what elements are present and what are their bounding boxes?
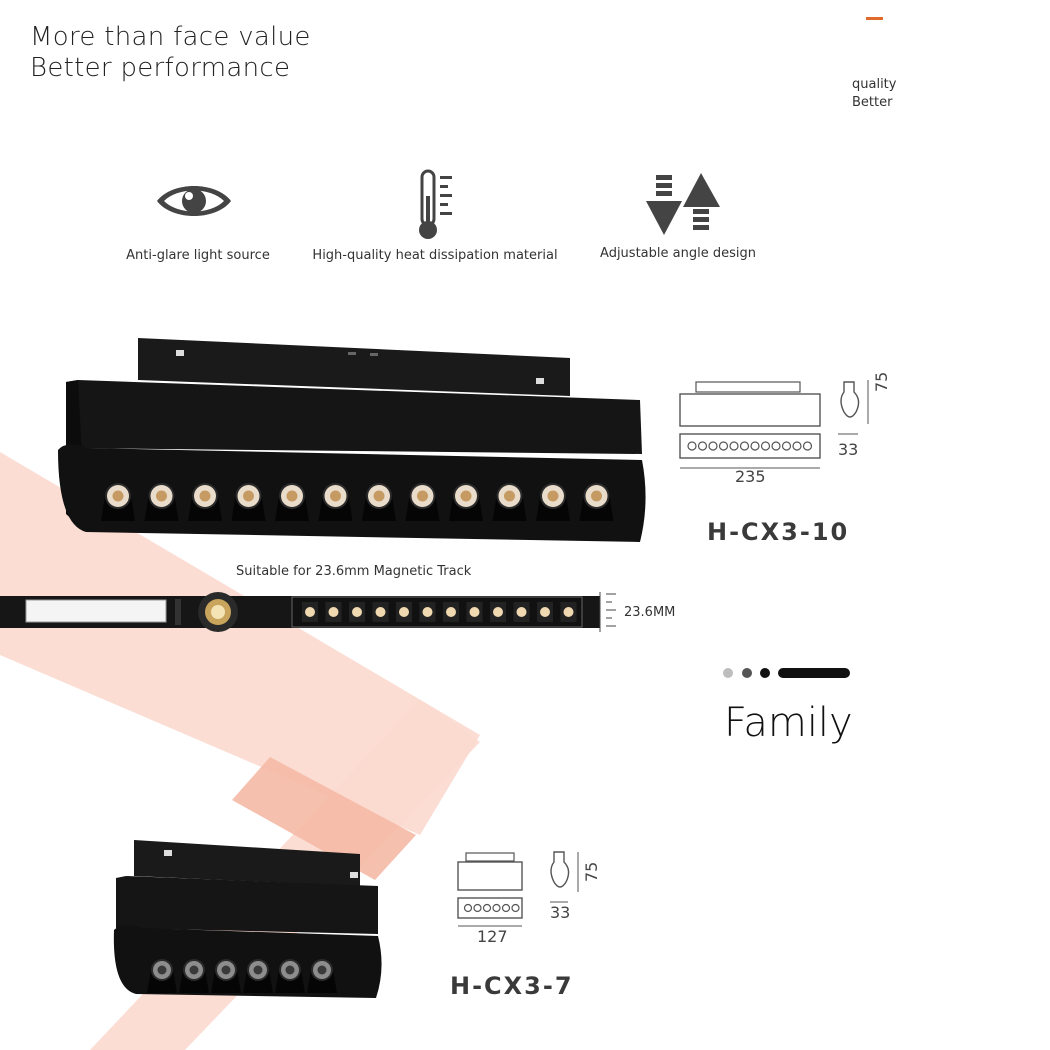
pagination-dot-1 [723,668,733,678]
dimension-led [750,441,760,451]
dimension-length-small: 127 [477,927,508,946]
led-lens [492,483,527,521]
dimension-led [729,441,739,451]
dimension-led [760,441,771,451]
dimension-led [463,903,473,913]
track-strip [0,588,620,640]
led-lens [275,483,309,521]
dimension-drawing-small [456,850,606,938]
dimension-height-large: 75 [872,371,891,392]
track-led [493,607,503,617]
adjust-arrows-icon [646,173,722,241]
track-led [328,607,339,617]
led-lens [231,483,266,521]
dimension-led [473,903,482,913]
accent-line [866,17,883,20]
led-lens [362,483,396,521]
track-led [540,607,550,617]
dimension-led [739,441,750,451]
track-led [352,607,362,617]
dimension-led [482,903,492,913]
dimension-length-large: 235 [735,467,766,486]
led-lens [579,483,614,521]
dimension-width-small: 33 [550,903,571,922]
pagination-dot-3 [760,668,770,678]
dimension-led [501,903,511,913]
dimension-height-small: 75 [582,861,601,882]
led-lens [307,959,337,993]
led-lens [243,959,273,993]
dimension-led [718,441,729,451]
led-lens [405,483,440,521]
led-lens [449,483,483,521]
led-lens [188,483,222,521]
thermometer-icon [414,168,458,246]
led-lens [275,959,305,993]
track-led [375,607,386,617]
dimension-led [687,441,697,451]
led-lens [211,959,241,993]
dimension-led [792,441,802,451]
headline-line-2: Better performance [30,53,291,83]
eye-icon [154,178,234,228]
dimension-led [708,441,718,451]
led-lens [179,959,209,993]
dimension-led [492,903,501,913]
dimension-width-large: 33 [838,440,859,459]
led-lens [144,483,179,521]
track-led [446,607,456,617]
side-note: quality Better [852,76,896,112]
pagination-dots [722,665,854,679]
dimension-led [771,441,781,451]
side-note-line-2: Better [852,95,893,110]
track-led [305,607,315,617]
headline-line-1: More than face value [30,22,311,52]
feature-label-adjustable-angle: Adjustable angle design [600,246,756,261]
track-led [422,607,433,617]
led-lens [318,483,353,521]
led-lens [536,483,570,521]
headline: More than face value Better performance [30,22,311,84]
track-size-label: 23.6MM [624,605,676,620]
feature-label-heat-dissipation: High-quality heat dissipation material [312,248,558,263]
track-led [399,607,409,617]
model-name-large: H-CX3-10 [707,518,850,546]
feature-label-anti-glare: Anti-glare light source [126,248,270,263]
product-image-small [112,838,384,1006]
track-caption: Suitable for 23.6mm Magnetic Track [236,564,472,579]
dimension-drawing-large [678,378,878,492]
product-image-large [58,336,650,552]
pagination-dot-2 [742,668,752,678]
track-led [516,607,527,617]
dimension-led [511,903,520,913]
led-lens [147,959,177,993]
side-note-line-1: quality [852,77,897,92]
family-title: Family [724,700,853,746]
led-lens [101,483,135,521]
dimension-led [697,441,708,451]
dimension-led [802,441,813,451]
track-led [563,607,574,617]
pagination-dot-active [778,668,850,678]
model-name-small: H-CX3-7 [450,972,574,1000]
track-led [469,607,480,617]
dimension-led [781,441,792,451]
